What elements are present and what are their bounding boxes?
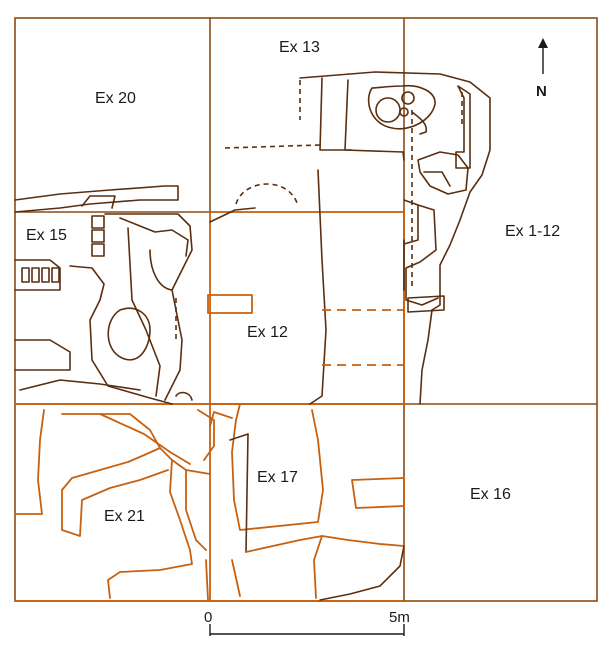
- features-ex21: [14, 409, 215, 601]
- label-ex13: Ex 13: [279, 39, 320, 56]
- excavation-labels: Ex 20 Ex 13 Ex 15 Ex 1-12 Ex 12 Ex 17 Ex…: [26, 39, 560, 525]
- label-ex1-12: Ex 1-12: [505, 223, 560, 240]
- new-trench-outlines: [15, 211, 405, 602]
- label-ex16: Ex 16: [470, 486, 511, 503]
- features-ex15: [14, 185, 193, 405]
- scale-bar: 0 5m: [204, 609, 410, 636]
- label-ex12: Ex 12: [247, 324, 288, 341]
- north-label: N: [536, 83, 547, 100]
- scale-end-label: 5m: [389, 609, 410, 626]
- features-ex17: [209, 403, 405, 601]
- features-north: [224, 71, 491, 405]
- label-ex21: Ex 21: [104, 508, 145, 525]
- label-ex15: Ex 15: [26, 227, 67, 244]
- north-arrow: N: [536, 38, 548, 100]
- scale-start-label: 0: [204, 609, 212, 626]
- features-ex12: [207, 169, 405, 405]
- label-ex20: Ex 20: [95, 90, 136, 107]
- north-arrow-icon: [538, 38, 548, 48]
- features-ex12-dashes: [322, 309, 404, 366]
- label-ex17: Ex 17: [257, 469, 298, 486]
